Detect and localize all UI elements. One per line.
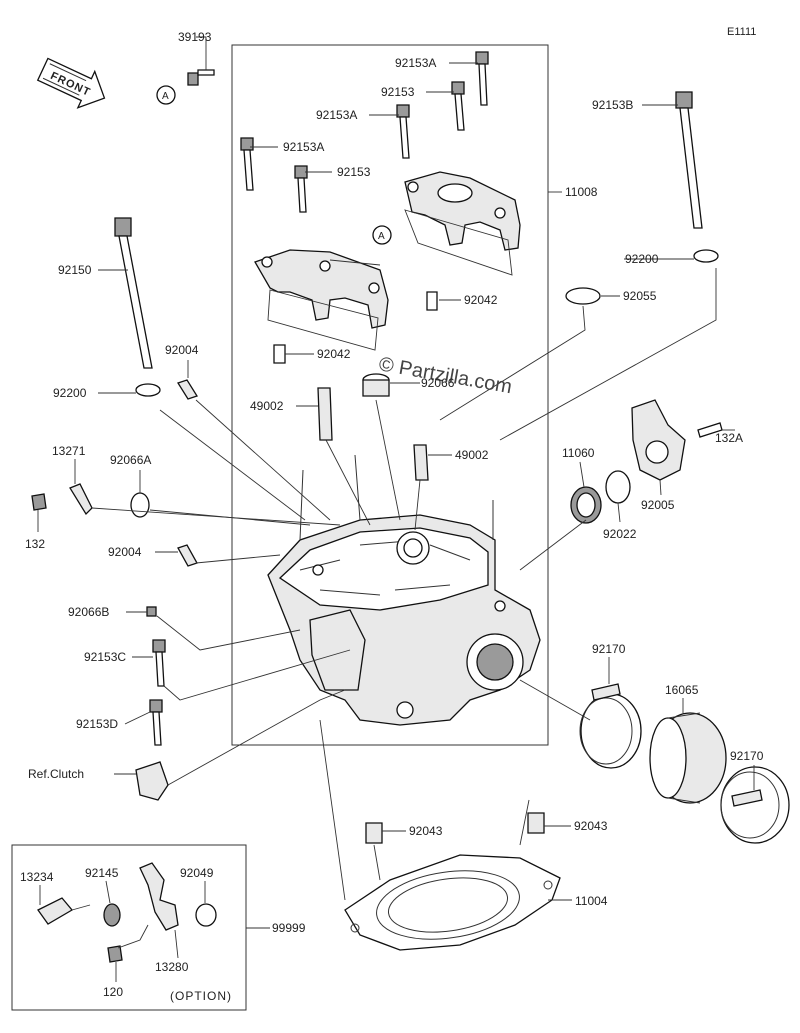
callout-a-circle xyxy=(156,85,176,105)
label-92150: 92150 xyxy=(58,263,92,277)
bolt-92153D xyxy=(149,699,163,746)
housing-92005 xyxy=(631,399,686,481)
label-92153A-1: 92153A xyxy=(395,56,436,70)
label-92066-1: 92066 xyxy=(421,376,455,390)
front-arrow: FRONT xyxy=(36,57,106,109)
bracket-13271 xyxy=(69,483,93,516)
stud-92004-2 xyxy=(177,544,198,567)
label-92004-2: 92004 xyxy=(108,545,142,559)
oring-92055 xyxy=(565,287,601,305)
oring-92049 xyxy=(195,903,217,927)
option-frame xyxy=(11,844,247,1011)
label-13234: 13234 xyxy=(20,870,54,884)
label-92170-1: 92170 xyxy=(592,642,626,656)
label-92004-1: 92004 xyxy=(165,343,199,357)
label-92049: 92049 xyxy=(180,866,214,880)
bolt-132 xyxy=(31,493,47,511)
label-92170-2: 92170 xyxy=(730,749,764,763)
oring-92066A xyxy=(130,492,150,518)
label-49002-1: 49002 xyxy=(250,399,284,413)
label-16065: 16065 xyxy=(665,683,699,697)
bolt-92153-2 xyxy=(294,165,308,213)
spring-92145 xyxy=(103,903,121,927)
bolt-92153A-1 xyxy=(475,51,489,106)
camshaft-cap-right xyxy=(404,171,521,251)
label-11060: 11060 xyxy=(562,446,595,460)
bolt-92150 xyxy=(114,217,153,369)
label-13271: 13271 xyxy=(52,444,86,458)
plug-92066B xyxy=(146,606,157,617)
bolt-39193 xyxy=(187,69,215,86)
label-92200-1: 92200 xyxy=(53,386,87,400)
stud-92004-1 xyxy=(177,379,198,400)
label-11004: 11004 xyxy=(575,894,608,908)
label-92005: 92005 xyxy=(641,498,675,512)
part-labels: 39193 92153A 92153 92153A 92153A 92153 1… xyxy=(20,30,764,1003)
label-13280: 13280 xyxy=(155,960,189,974)
label-39193: 39193 xyxy=(178,30,212,44)
label-49002-2: 49002 xyxy=(455,448,489,462)
gasket-11004 xyxy=(344,854,561,951)
camshaft-cap-left xyxy=(254,249,389,329)
label-120: 120 xyxy=(103,985,123,999)
label-92043-1: 92043 xyxy=(409,824,443,838)
label-92153-2: 92153 xyxy=(337,165,371,179)
bolt-92153A-3 xyxy=(240,137,254,191)
label-92022: 92022 xyxy=(603,527,637,541)
label-92153A-2: 92153A xyxy=(316,108,357,122)
label-92153-1: 92153 xyxy=(381,85,415,99)
dowel-92043-2 xyxy=(527,812,545,834)
washer-92200-2 xyxy=(693,249,719,263)
clamp-92170-2 xyxy=(720,766,790,844)
callout-a: A xyxy=(162,91,169,102)
leader-lines xyxy=(37,36,755,929)
label-92153D: 92153D xyxy=(76,717,118,731)
label-92153A-3: 92153A xyxy=(283,140,324,154)
cylinder-head-frame xyxy=(231,44,549,746)
dowel-92042-1 xyxy=(426,291,438,311)
cylinder-head xyxy=(267,454,541,726)
label-92200-2: 92200 xyxy=(625,252,659,266)
label-92043-2: 92043 xyxy=(574,819,608,833)
guide-49002-1 xyxy=(317,387,333,441)
guide-49002-2 xyxy=(413,444,429,481)
label-option: (OPTION) xyxy=(170,989,232,1003)
label-11008: 11008 xyxy=(565,185,598,199)
label-92055: 92055 xyxy=(623,289,657,303)
label-92066A: 92066A xyxy=(110,453,151,467)
label-132: 132 xyxy=(25,537,45,551)
lever-13280 xyxy=(139,862,179,931)
washer-92200-1 xyxy=(135,383,161,397)
label-132A: 132A xyxy=(715,431,743,445)
label-92066B: 92066B xyxy=(68,605,109,619)
diagram-code: E1111 xyxy=(727,26,756,38)
label-92145: 92145 xyxy=(85,866,119,880)
dowel-92043-1 xyxy=(365,822,383,844)
bolt-92153-1 xyxy=(451,81,465,131)
label-92042-1: 92042 xyxy=(464,293,498,307)
plug-92066 xyxy=(362,373,390,397)
joint-16065 xyxy=(649,712,727,804)
label-92153B: 92153B xyxy=(592,98,633,112)
bracket-ref-clutch xyxy=(135,761,169,801)
bolt-92153B xyxy=(675,91,703,229)
label-99999: 99999 xyxy=(272,921,306,935)
bolt-92153C xyxy=(152,639,166,687)
bolt-120 xyxy=(107,945,123,963)
label-92042-2: 92042 xyxy=(317,347,351,361)
label-92153C: 92153C xyxy=(84,650,126,664)
callout-a-2: A xyxy=(378,231,385,242)
clamp-92170-1 xyxy=(579,683,642,769)
bolt-92153A-2 xyxy=(396,104,410,159)
label-ref-clutch: Ref.Clutch xyxy=(28,767,84,781)
dowel-92042-2 xyxy=(273,344,286,364)
seal-11060 xyxy=(570,486,602,524)
oring-92022 xyxy=(605,470,631,504)
sensor-13234 xyxy=(37,897,73,925)
callout-a-circle-2 xyxy=(372,225,392,245)
